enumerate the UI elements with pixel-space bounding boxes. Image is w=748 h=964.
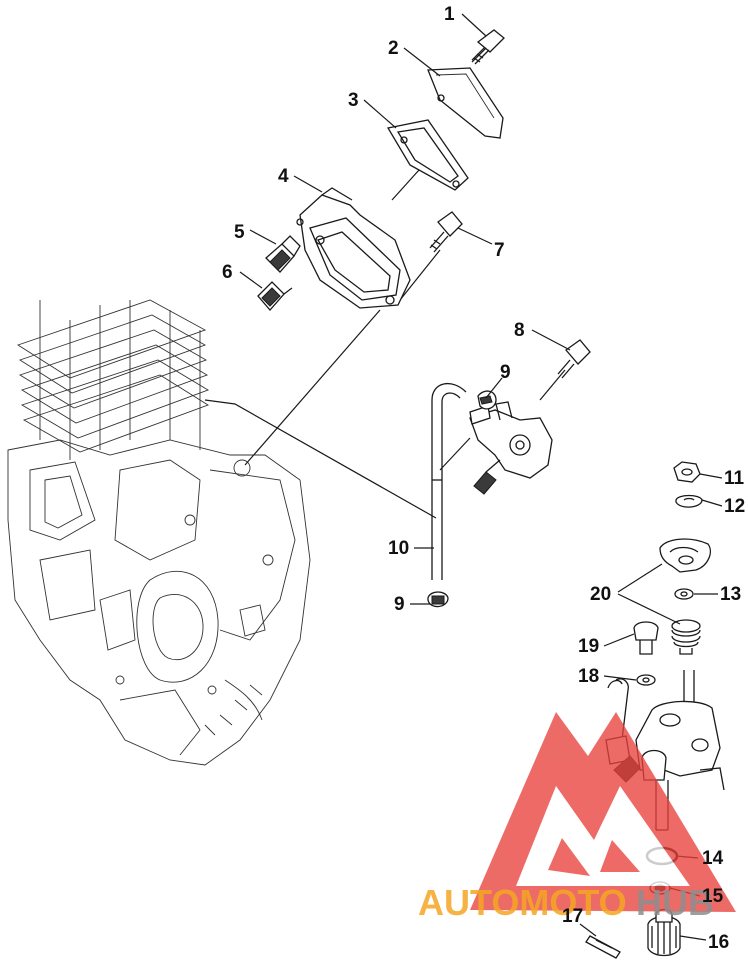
label-10: 10 xyxy=(388,538,409,559)
washer-part-13 xyxy=(674,588,694,600)
label-1: 1 xyxy=(444,4,455,25)
gasket-part-3 xyxy=(386,119,469,191)
engine-block xyxy=(7,299,311,766)
lever-part-20 xyxy=(659,538,711,573)
label-15: 15 xyxy=(702,886,724,907)
label-4: 4 xyxy=(278,166,289,187)
oil-pump-assembly xyxy=(469,401,553,495)
label-13: 13 xyxy=(720,584,741,605)
label-18: 18 xyxy=(578,666,599,687)
label-14: 14 xyxy=(702,848,724,869)
label-5: 5 xyxy=(234,222,245,243)
assembly-lines xyxy=(204,44,566,519)
watermark-text: AUTOMOTO HUB xyxy=(418,882,714,923)
watermark-text-hub: HUB xyxy=(636,882,714,923)
bolt-part-8 xyxy=(557,339,591,379)
label-16: 16 xyxy=(708,932,729,953)
clip-part-9-lower xyxy=(427,591,449,608)
label-17: 17 xyxy=(562,906,583,927)
label-20: 20 xyxy=(590,584,611,605)
bolt-part-19 xyxy=(633,621,659,655)
bolt-part-7 xyxy=(429,211,463,253)
label-12: 12 xyxy=(724,496,745,517)
label-9-upper: 9 xyxy=(500,362,511,383)
gear-part-16 xyxy=(647,908,681,957)
part-number-labels: 1 2 3 4 5 6 7 8 9 10 9 11 12 20 13 19 18… xyxy=(222,4,745,953)
label-9-lower: 9 xyxy=(394,594,405,615)
bolt-part-1 xyxy=(471,29,505,65)
nut-part-11 xyxy=(673,461,701,483)
label-3: 3 xyxy=(348,90,359,111)
seal-part-6 xyxy=(257,281,293,311)
spring-part-13-lower xyxy=(671,619,701,655)
washer-part-18 xyxy=(636,674,656,686)
label-6: 6 xyxy=(222,262,233,283)
label-8: 8 xyxy=(514,320,525,341)
washer-part-12 xyxy=(675,494,703,508)
label-2: 2 xyxy=(388,38,399,59)
pump-housing-part-4 xyxy=(296,187,411,309)
cover-plate-part-2 xyxy=(427,67,504,139)
nozzle-part-5 xyxy=(265,235,301,273)
watermark-text-automoto: AUTOMOTO xyxy=(418,882,627,923)
oil-hose-part-10 xyxy=(431,382,467,580)
label-11: 11 xyxy=(724,468,745,489)
pin-part-17 xyxy=(585,935,621,959)
clip-part-9-upper xyxy=(477,390,497,410)
label-19: 19 xyxy=(578,636,599,657)
label-7: 7 xyxy=(494,240,505,261)
watermark-logo xyxy=(470,712,736,912)
